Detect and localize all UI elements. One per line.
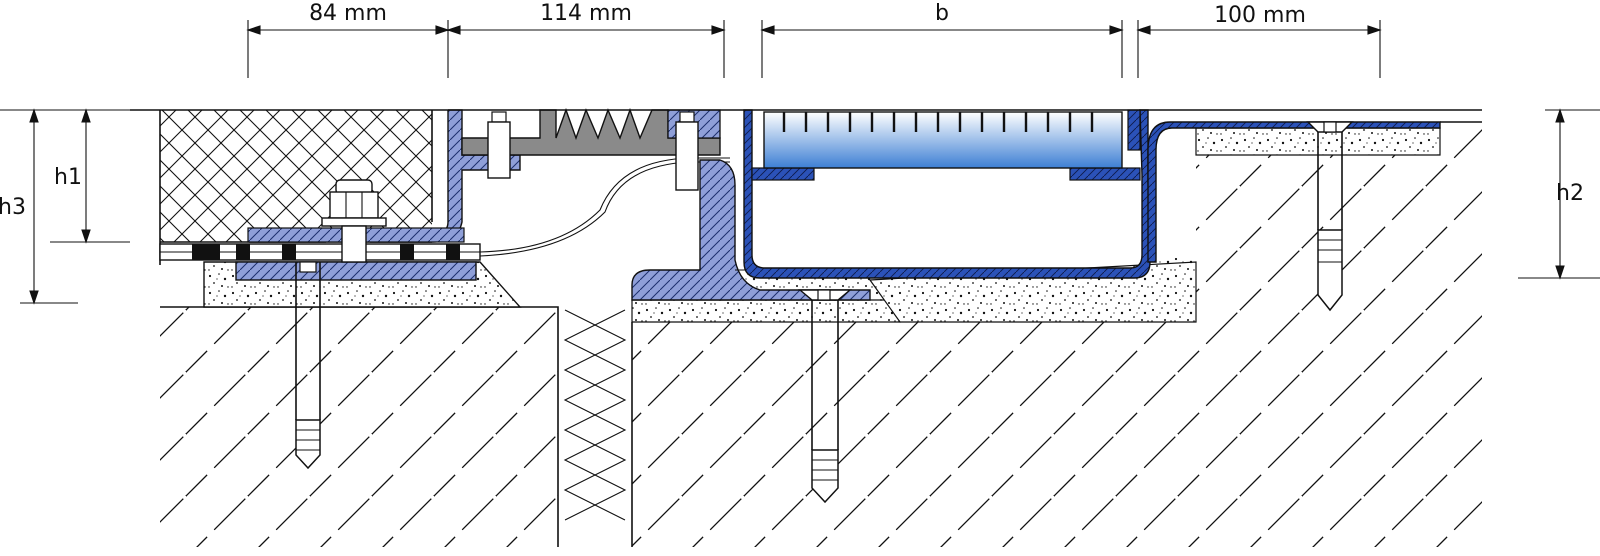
fixing-screws: [487, 111, 699, 191]
dim-h1: h1: [54, 165, 82, 190]
dim-84mm: 84 mm: [309, 1, 387, 26]
dim-114mm: 114 mm: [540, 1, 632, 26]
sealing-membrane-strip: [159, 157, 730, 261]
dim-h3: h3: [0, 195, 26, 220]
dimension-lines: [0, 20, 1600, 305]
concrete-substrate: [160, 122, 1482, 547]
bolt-with-nut: [321, 179, 387, 263]
dim-h2: h2: [1556, 181, 1584, 206]
floor-surface-lines: [130, 109, 1482, 123]
center-anchor: [798, 289, 852, 504]
drain-grate: [763, 111, 1123, 169]
dim-b: b: [935, 1, 949, 26]
insulation-infill: [563, 309, 627, 521]
dimension-labels: 84 mm 114 mm b 100 mm h1 h3 h2: [0, 1, 1584, 220]
dim-100mm: 100 mm: [1214, 3, 1306, 28]
right-anchor: [1306, 121, 1354, 312]
drainage-channel: [743, 109, 1441, 279]
left-anchor: [295, 261, 321, 470]
